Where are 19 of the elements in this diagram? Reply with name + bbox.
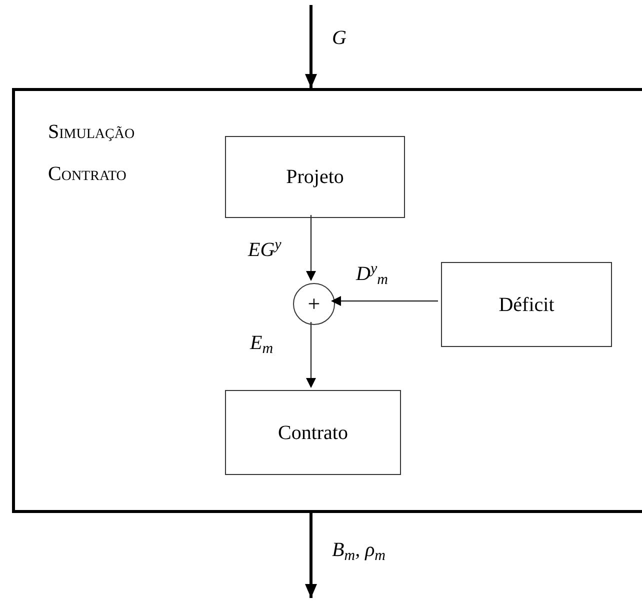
plus-sign: + <box>308 293 320 315</box>
edge-label: B$_{m}$, ρ$_{m}$ <box>332 540 386 560</box>
process-box <box>441 262 612 347</box>
arrow <box>306 215 316 281</box>
process-box <box>225 390 401 475</box>
system-title: Simulação Contrato <box>48 120 136 187</box>
edge-label: E$_{m}$ <box>250 333 274 353</box>
arrow <box>306 322 316 388</box>
arrow <box>331 296 438 306</box>
process-box <box>225 136 405 218</box>
system-box <box>12 88 642 513</box>
edge-label: EG$^{y}$ <box>248 240 282 260</box>
summing-junction <box>293 283 335 325</box>
edge-label: G <box>332 28 346 48</box>
arrow <box>305 5 317 88</box>
box-label: Contrato <box>278 420 348 446</box>
arrow <box>305 513 317 598</box>
box-label: Projeto <box>286 165 344 190</box>
box-label: Déficit <box>498 292 554 318</box>
